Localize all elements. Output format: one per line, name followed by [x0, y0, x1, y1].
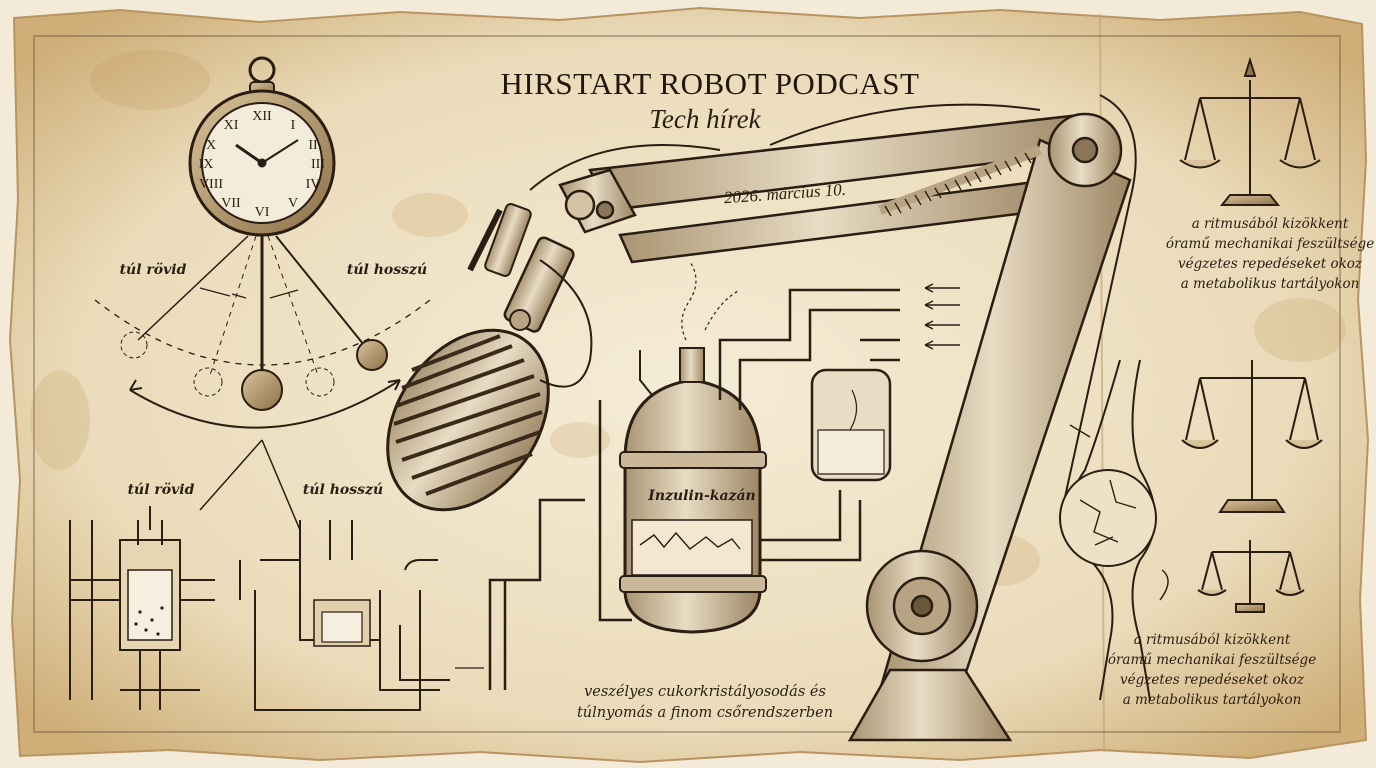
note-bottom: a ritmusából kizökkent óramű mechanikai …: [1082, 630, 1342, 710]
balance-scale-icon: [1197, 540, 1305, 613]
arm-spring: [878, 145, 1042, 217]
robot-arm-icon: [529, 94, 1137, 742]
note-top: a ritmusából kizökkent óramű mechanikai …: [1140, 214, 1376, 294]
piping-manifold: [718, 283, 960, 482]
svg-text:VIII: VIII: [199, 177, 223, 192]
balance-scale-icon: [1181, 360, 1323, 513]
note-line: a metabolikus tartályokon: [1180, 276, 1360, 292]
microphone-icon: [386, 203, 593, 512]
note-line: végzetes repedéseket okoz: [1119, 672, 1305, 688]
note-line: a ritmusából kizökkent: [1133, 632, 1291, 648]
pendulum-short-label: túl rövid: [119, 262, 187, 278]
svg-text:IV: IV: [306, 177, 321, 192]
svg-text:XI: XI: [224, 118, 239, 133]
boiler-label: Inzulin-kazán: [648, 488, 756, 504]
boiler-caption-line: túlnyomás a finom csőrendszerben: [576, 705, 834, 721]
podcast-title: HIRSTART ROBOT PODCAST: [500, 66, 920, 101]
note-line: végzetes repedéseket okoz: [1177, 256, 1363, 272]
nozzle-short-label: túl rövid: [127, 482, 195, 498]
note-line: a ritmusából kizökkent: [1191, 216, 1349, 232]
border-frame: [33, 35, 1341, 733]
svg-text:III: III: [311, 157, 325, 172]
nozzle-long-label: túl hosszú: [302, 482, 384, 498]
note-line: a metabolikus tartályokon: [1122, 692, 1302, 708]
podcast-subtitle: Tech hírek: [649, 104, 761, 134]
svg-text:VI: VI: [255, 205, 270, 220]
pendulum-diagram: [94, 235, 431, 531]
cracked-vessel-icon: [1059, 359, 1169, 701]
boiler-caption-line: veszélyes cukorkristályosodás és: [584, 684, 826, 700]
pendulum-long-label: túl hosszú: [346, 262, 428, 278]
note-line: óramű mechanikai feszültsége: [1165, 236, 1375, 252]
note-line: óramű mechanikai feszültsége: [1107, 652, 1317, 668]
nozzle-long-diagram: [239, 520, 484, 711]
nozzle-short-diagram: [69, 506, 215, 710]
svg-text:IX: IX: [199, 157, 214, 172]
boiler-tank-icon: [488, 261, 862, 690]
svg-text:XII: XII: [252, 109, 272, 124]
boiler-caption: veszélyes cukorkristályosodás és túlnyom…: [560, 682, 850, 724]
svg-text:I: I: [291, 118, 296, 133]
balance-scale-icon: [1179, 56, 1321, 206]
svg-text:VII: VII: [221, 196, 241, 211]
svg-text:X: X: [206, 138, 216, 153]
svg-text:II: II: [308, 138, 318, 153]
svg-text:V: V: [288, 196, 298, 211]
